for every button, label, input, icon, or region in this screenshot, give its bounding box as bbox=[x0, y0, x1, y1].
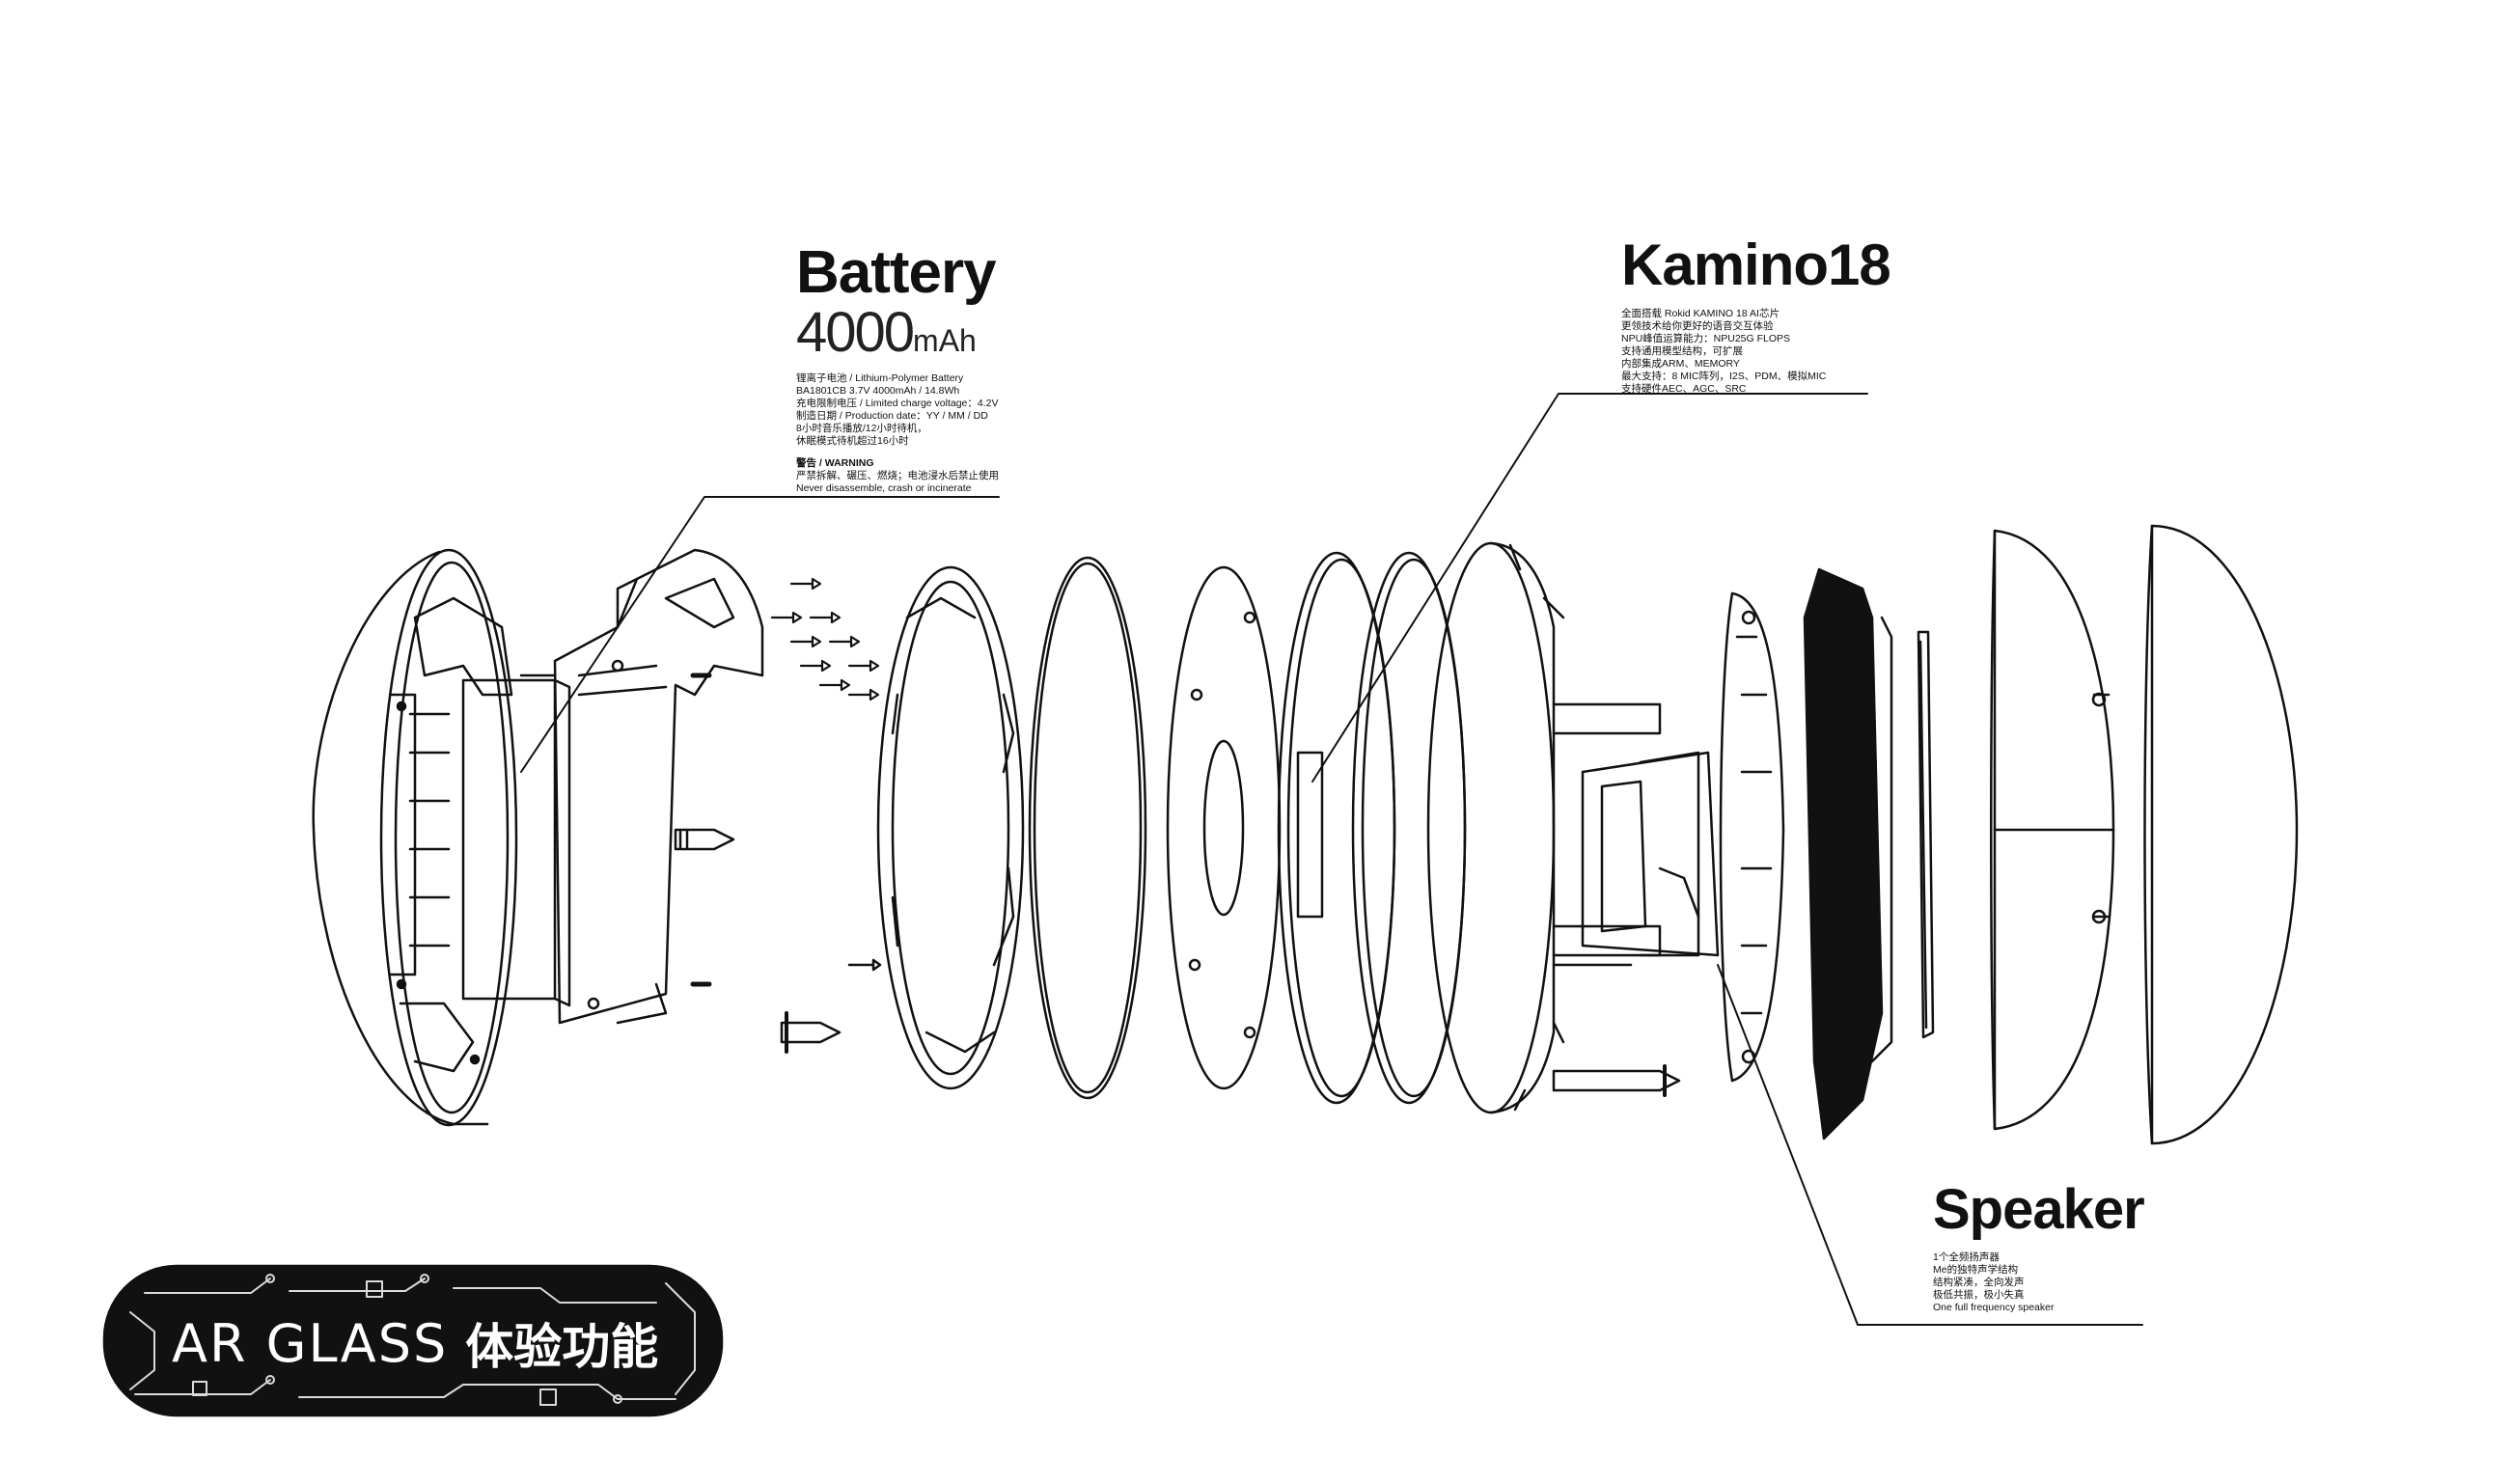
battery-spec-line: 制造日期 / Production date：YY / MM / DD bbox=[796, 410, 988, 422]
speaker-housing bbox=[1719, 591, 1785, 1083]
battery-warning-line: Never disassemble, crash or incinerate bbox=[796, 482, 972, 494]
speaker-spec-list: 1个全频扬声器 Me的独特声学结构 结构紧凑，全向发声 极低共振，极小失真 On… bbox=[1933, 1251, 2144, 1314]
battery-callout: Battery 4000mAh 锂离子电池 / Lithium-Polymer … bbox=[796, 243, 999, 495]
kamino-spec-line: 全面搭载 Rokid KAMINO 18 AI芯片 bbox=[1621, 308, 1780, 319]
rear-housing-shell bbox=[312, 548, 518, 1127]
battery-spec-line: 休眠模式待机超过16小时 bbox=[796, 435, 909, 447]
mesh-disc bbox=[1166, 565, 1282, 1090]
thin-ring-inner bbox=[1033, 562, 1143, 1094]
kamino-spec-line: 更领技术给你更好的语音交互体验 bbox=[1621, 320, 1774, 332]
battery-capacity: 4000mAh bbox=[796, 305, 999, 361]
battery-capacity-unit: mAh bbox=[913, 323, 977, 358]
acoustic-mesh-black bbox=[1803, 567, 1893, 1140]
kamino-spec-line: 内部集成ARM、MEMORY bbox=[1621, 358, 1740, 370]
battery-warning-line: 严禁拆解、碾压、燃烧；电池浸水后禁止使用 bbox=[796, 470, 999, 481]
kamino-spec-line: NPU峰值运算能力：NPU25G FLOPS bbox=[1621, 333, 1791, 344]
front-cover-inner bbox=[1990, 529, 2115, 1131]
main-chassis bbox=[1426, 541, 1720, 1114]
battery-spec-line: 充电限制电压 / Limited charge voltage：4.2V bbox=[796, 398, 999, 409]
leader-lines bbox=[520, 393, 2143, 1326]
screws-cluster bbox=[770, 577, 882, 1054]
badge-label-en: AR GLASS bbox=[172, 1312, 449, 1374]
battery-spec-list: 锂离子电池 / Lithium-Polymer Battery BA1801CB… bbox=[796, 372, 999, 448]
battery-title: Battery bbox=[796, 239, 997, 306]
speaker-title: Speaker bbox=[1933, 1178, 2145, 1241]
badge-label-cn: 体验功能 bbox=[465, 1319, 659, 1375]
kamino-spec-line: 支持通用模型结构，可扩展 bbox=[1621, 345, 1743, 357]
pcb-discs bbox=[1277, 551, 1467, 1105]
ar-glass-badge bbox=[102, 1264, 724, 1417]
battery-spec-line: 锂离子电池 / Lithium-Polymer Battery bbox=[796, 372, 964, 384]
kamino-leader bbox=[1311, 393, 1868, 783]
battery-warning-title: 警告 / WARNING bbox=[796, 457, 874, 469]
kamino-spec-list: 全面搭载 Rokid KAMINO 18 AI芯片 更领技术给你更好的语音交互体… bbox=[1621, 308, 1890, 396]
battery-leader bbox=[520, 496, 1000, 773]
speaker-spec-line: One full frequency speaker bbox=[1933, 1302, 2055, 1313]
battery-spec-line: BA1801CB 3.7V 4000mAh / 14.8Wh bbox=[796, 385, 960, 397]
kamino-spec-line: 支持硬件AEC、AGC、SRC bbox=[1621, 383, 1747, 395]
speaker-spec-line: 1个全频扬声器 bbox=[1933, 1251, 2000, 1263]
thin-gasket bbox=[1917, 630, 1935, 1039]
speaker-spec-line: 结构紧凑，全向发声 bbox=[1933, 1277, 2025, 1288]
speaker-spec-line: 极低共振，极小失真 bbox=[1933, 1289, 2025, 1301]
kamino-callout: Kamino18 全面搭载 Rokid KAMINO 18 AI芯片 更领技术给… bbox=[1621, 233, 1891, 396]
battery-pack bbox=[461, 673, 571, 1007]
kamino-spec-line: 最大支持：8 MIC阵列，I2S、PDM、模拟MIC bbox=[1621, 371, 1827, 382]
kamino-title: Kamino18 bbox=[1621, 233, 1891, 297]
speaker-callout: Speaker 1个全频扬声器 Me的独特声学结构 结构紧凑，全向发声 极低共振… bbox=[1933, 1178, 2145, 1314]
battery-capacity-value: 4000 bbox=[796, 301, 915, 364]
thin-ring bbox=[1028, 556, 1147, 1100]
badge-label: AR GLASS 体验功能 bbox=[172, 1305, 658, 1382]
speaker-spec-line: Me的独特声学结构 bbox=[1933, 1264, 2019, 1276]
battery-bracket bbox=[553, 548, 764, 1025]
battery-spec-line: 8小时音乐播放/12小时待机， bbox=[796, 423, 927, 434]
gasket-frame bbox=[876, 565, 1025, 1090]
speaker-leader bbox=[1717, 964, 2143, 1326]
outer-cover bbox=[2143, 524, 2299, 1145]
battery-warning: 警告 / WARNING 严禁拆解、碾压、燃烧；电池浸水后禁止使用 Never … bbox=[796, 457, 999, 495]
